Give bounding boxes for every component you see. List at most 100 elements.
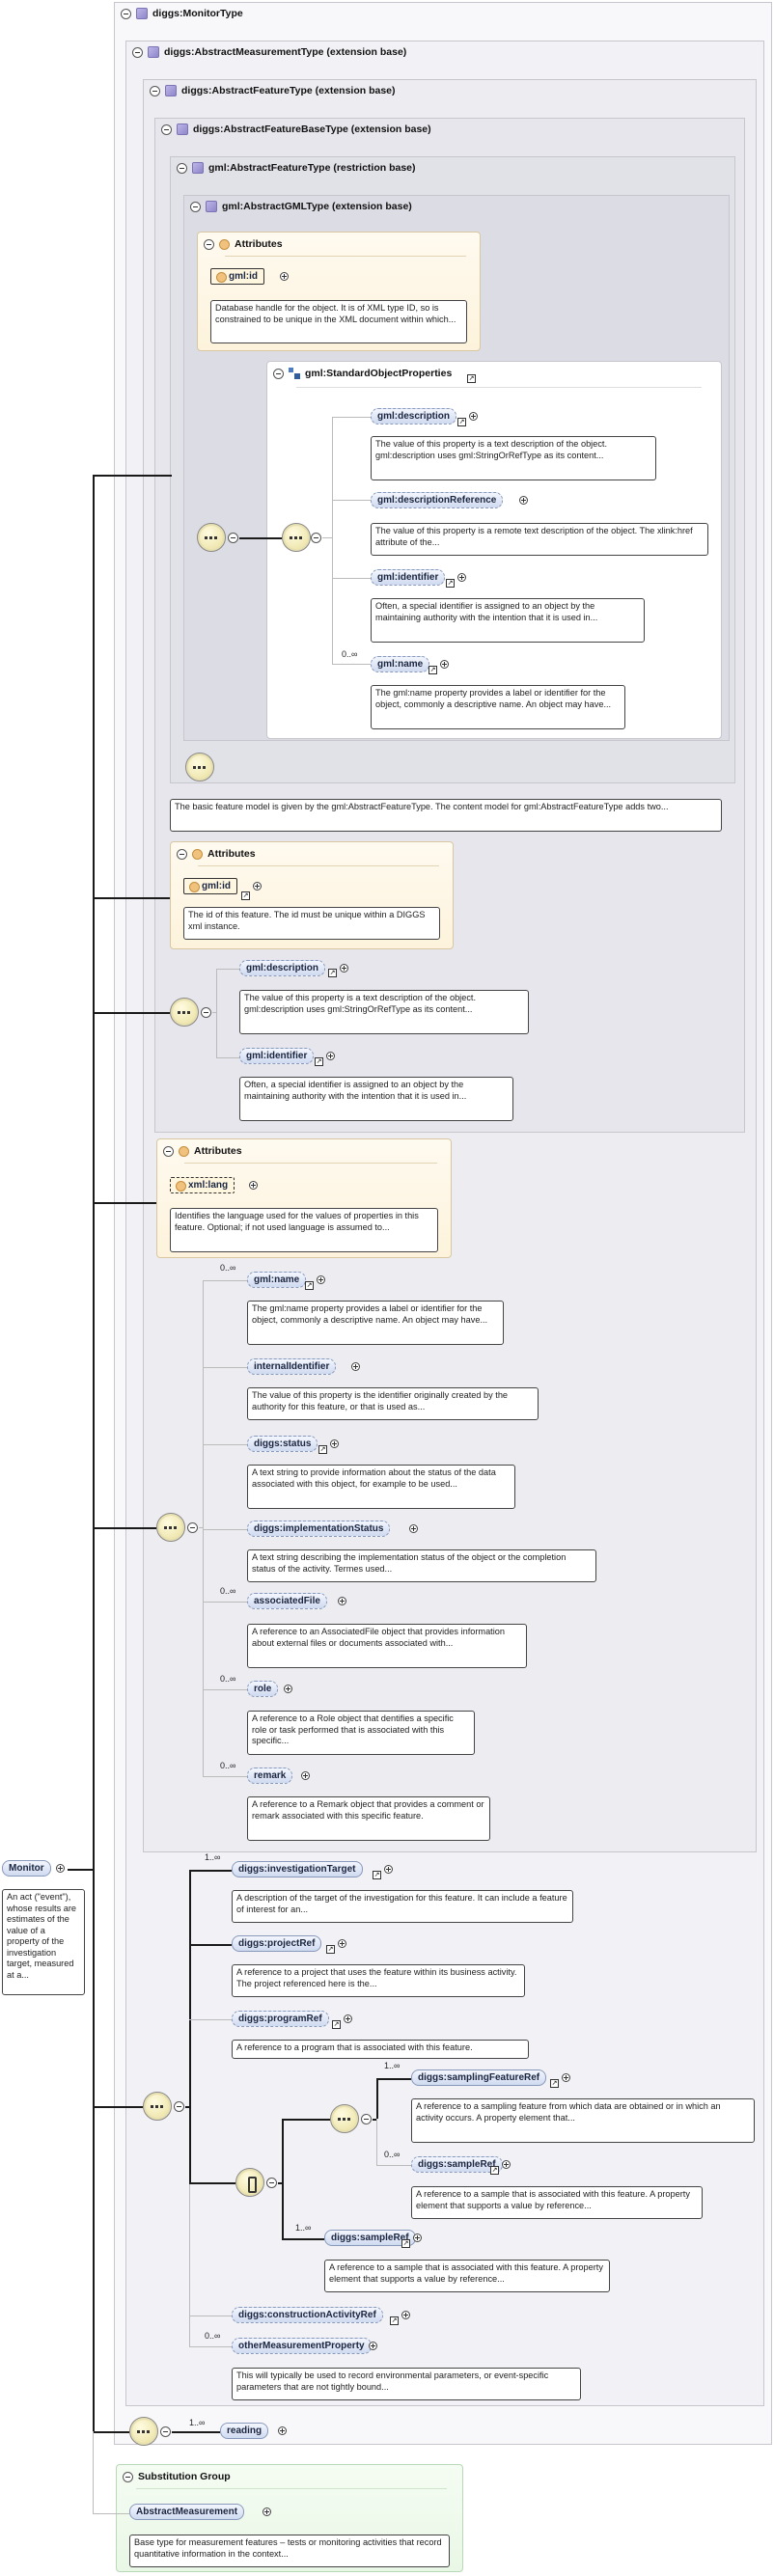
collapse-icon[interactable] bbox=[160, 2426, 171, 2437]
expand-icon[interactable] bbox=[280, 272, 289, 281]
expand-icon[interactable] bbox=[369, 2342, 377, 2350]
internal-identifier-element[interactable]: internalIdentifier bbox=[247, 1358, 337, 1375]
collapse-icon[interactable] bbox=[187, 1522, 198, 1533]
expand-icon[interactable] bbox=[278, 2426, 287, 2435]
expand-icon[interactable] bbox=[56, 1864, 65, 1873]
feature-base-gml-id-attribute[interactable]: gml:id bbox=[183, 878, 237, 894]
expand-icon[interactable] bbox=[340, 964, 348, 973]
expand-icon[interactable] bbox=[351, 1362, 360, 1371]
construction-activity-ref-element[interactable]: diggs:constructionActivityRef bbox=[232, 2307, 383, 2323]
gml-type-sequence-icon[interactable] bbox=[197, 523, 226, 552]
collapse-icon[interactable] bbox=[150, 85, 160, 96]
expand-icon[interactable] bbox=[469, 412, 478, 421]
feature-base-description-desc: The value of this property is a text des… bbox=[239, 990, 529, 1034]
collapse-icon[interactable] bbox=[163, 1145, 174, 1157]
link-icon[interactable] bbox=[373, 1871, 381, 1879]
sample-ref-a-element[interactable]: diggs:sampleRef bbox=[411, 2156, 503, 2173]
expand-icon[interactable] bbox=[344, 2014, 352, 2023]
collapse-icon[interactable] bbox=[123, 2471, 133, 2482]
feature-sequence-icon[interactable] bbox=[156, 1513, 185, 1542]
other-measurement-property-element[interactable]: otherMeasurementProperty bbox=[232, 2338, 372, 2354]
collapse-icon[interactable] bbox=[361, 2114, 372, 2124]
expand-icon[interactable] bbox=[440, 660, 449, 669]
link-icon[interactable] bbox=[446, 579, 455, 588]
program-ref-element[interactable]: diggs:programRef bbox=[232, 2011, 329, 2027]
monitor-root-element[interactable]: Monitor bbox=[2, 1860, 51, 1877]
expand-icon[interactable] bbox=[409, 1524, 418, 1533]
expand-icon[interactable] bbox=[502, 2160, 511, 2169]
expand-icon[interactable] bbox=[249, 1181, 258, 1190]
link-icon[interactable] bbox=[401, 2239, 410, 2248]
expand-icon[interactable] bbox=[562, 2073, 570, 2082]
gml-description-reference-element[interactable]: gml:descriptionReference bbox=[371, 492, 504, 508]
role-element[interactable]: role bbox=[247, 1681, 279, 1697]
link-icon[interactable] bbox=[326, 1945, 335, 1954]
implementation-status-element[interactable]: diggs:implementationStatus bbox=[247, 1521, 391, 1537]
collapse-icon[interactable] bbox=[228, 533, 238, 543]
monitor-sequence-icon[interactable] bbox=[129, 2417, 158, 2446]
sampling-feature-ref-occurrence: 1..∞ bbox=[384, 2061, 401, 2070]
sampling-feature-ref-element[interactable]: diggs:samplingFeatureRef bbox=[411, 2069, 547, 2086]
gml-id-attribute[interactable]: gml:id bbox=[210, 268, 264, 285]
expand-icon[interactable] bbox=[413, 2233, 422, 2242]
feature-base-description-element[interactable]: gml:description bbox=[239, 960, 326, 976]
model-group-icon bbox=[289, 368, 300, 379]
expand-icon[interactable] bbox=[301, 1771, 310, 1780]
feature-base-identifier-element[interactable]: gml:identifier bbox=[239, 1048, 315, 1064]
collapse-icon[interactable] bbox=[177, 848, 187, 860]
collapse-icon[interactable] bbox=[132, 46, 143, 58]
collapse-icon[interactable] bbox=[190, 201, 201, 212]
gml-identifier-element[interactable]: gml:identifier bbox=[371, 569, 446, 586]
project-ref-element[interactable]: diggs:projectRef bbox=[232, 1935, 322, 1952]
associated-file-element[interactable]: associatedFile bbox=[247, 1593, 327, 1609]
link-icon[interactable] bbox=[315, 1057, 323, 1066]
link-icon[interactable] bbox=[467, 374, 476, 383]
gml-feature-sequence-icon[interactable] bbox=[185, 753, 214, 781]
xml-lang-attribute[interactable]: xml:lang bbox=[170, 1177, 235, 1193]
gml-name-element[interactable]: gml:name bbox=[371, 656, 430, 672]
feature-gml-name-element[interactable]: gml:name bbox=[247, 1272, 307, 1288]
expand-icon[interactable] bbox=[338, 1939, 346, 1948]
investigation-target-element[interactable]: diggs:investigationTarget bbox=[232, 1861, 363, 1877]
link-icon[interactable] bbox=[428, 666, 437, 674]
gml-description-element[interactable]: gml:description bbox=[371, 408, 457, 425]
expand-icon[interactable] bbox=[457, 573, 466, 582]
link-icon[interactable] bbox=[390, 2316, 399, 2325]
link-icon[interactable] bbox=[490, 2166, 499, 2175]
collapse-icon[interactable] bbox=[161, 123, 172, 135]
measurement-sequence-icon[interactable] bbox=[143, 2092, 172, 2121]
collapse-icon[interactable] bbox=[174, 2101, 184, 2112]
expand-icon[interactable] bbox=[338, 1597, 346, 1605]
expand-icon[interactable] bbox=[253, 882, 262, 891]
collapse-icon[interactable] bbox=[177, 162, 187, 174]
expand-icon[interactable] bbox=[384, 1865, 393, 1874]
collapse-icon[interactable] bbox=[201, 1007, 211, 1018]
link-icon[interactable] bbox=[328, 969, 337, 977]
expand-icon[interactable] bbox=[330, 1439, 339, 1448]
expand-icon[interactable] bbox=[317, 1275, 325, 1284]
collapse-icon[interactable] bbox=[204, 238, 214, 250]
expand-icon[interactable] bbox=[284, 1685, 292, 1693]
link-icon[interactable] bbox=[457, 418, 466, 426]
sampling-sequence-icon[interactable] bbox=[330, 2104, 359, 2133]
reading-element[interactable]: reading bbox=[220, 2423, 269, 2439]
sample-choice-icon[interactable] bbox=[235, 2168, 264, 2197]
link-icon[interactable] bbox=[550, 2079, 559, 2088]
abstract-measurement-element[interactable]: AbstractMeasurement bbox=[129, 2504, 245, 2520]
feature-base-sequence-icon[interactable] bbox=[170, 998, 199, 1027]
link-icon[interactable] bbox=[332, 2020, 341, 2029]
status-element[interactable]: diggs:status bbox=[247, 1436, 318, 1452]
standard-properties-sequence-icon[interactable] bbox=[282, 523, 311, 552]
link-icon[interactable] bbox=[318, 1445, 327, 1454]
expand-icon[interactable] bbox=[401, 2311, 410, 2319]
collapse-icon[interactable] bbox=[266, 2178, 277, 2188]
collapse-icon[interactable] bbox=[311, 533, 321, 543]
expand-icon[interactable] bbox=[519, 496, 528, 505]
link-icon[interactable] bbox=[305, 1281, 314, 1290]
collapse-icon[interactable] bbox=[273, 368, 284, 379]
remark-element[interactable]: remark bbox=[247, 1768, 293, 1784]
expand-icon[interactable] bbox=[263, 2507, 271, 2516]
expand-icon[interactable] bbox=[326, 1052, 335, 1060]
collapse-icon[interactable] bbox=[121, 8, 131, 19]
link-icon[interactable] bbox=[241, 891, 250, 900]
